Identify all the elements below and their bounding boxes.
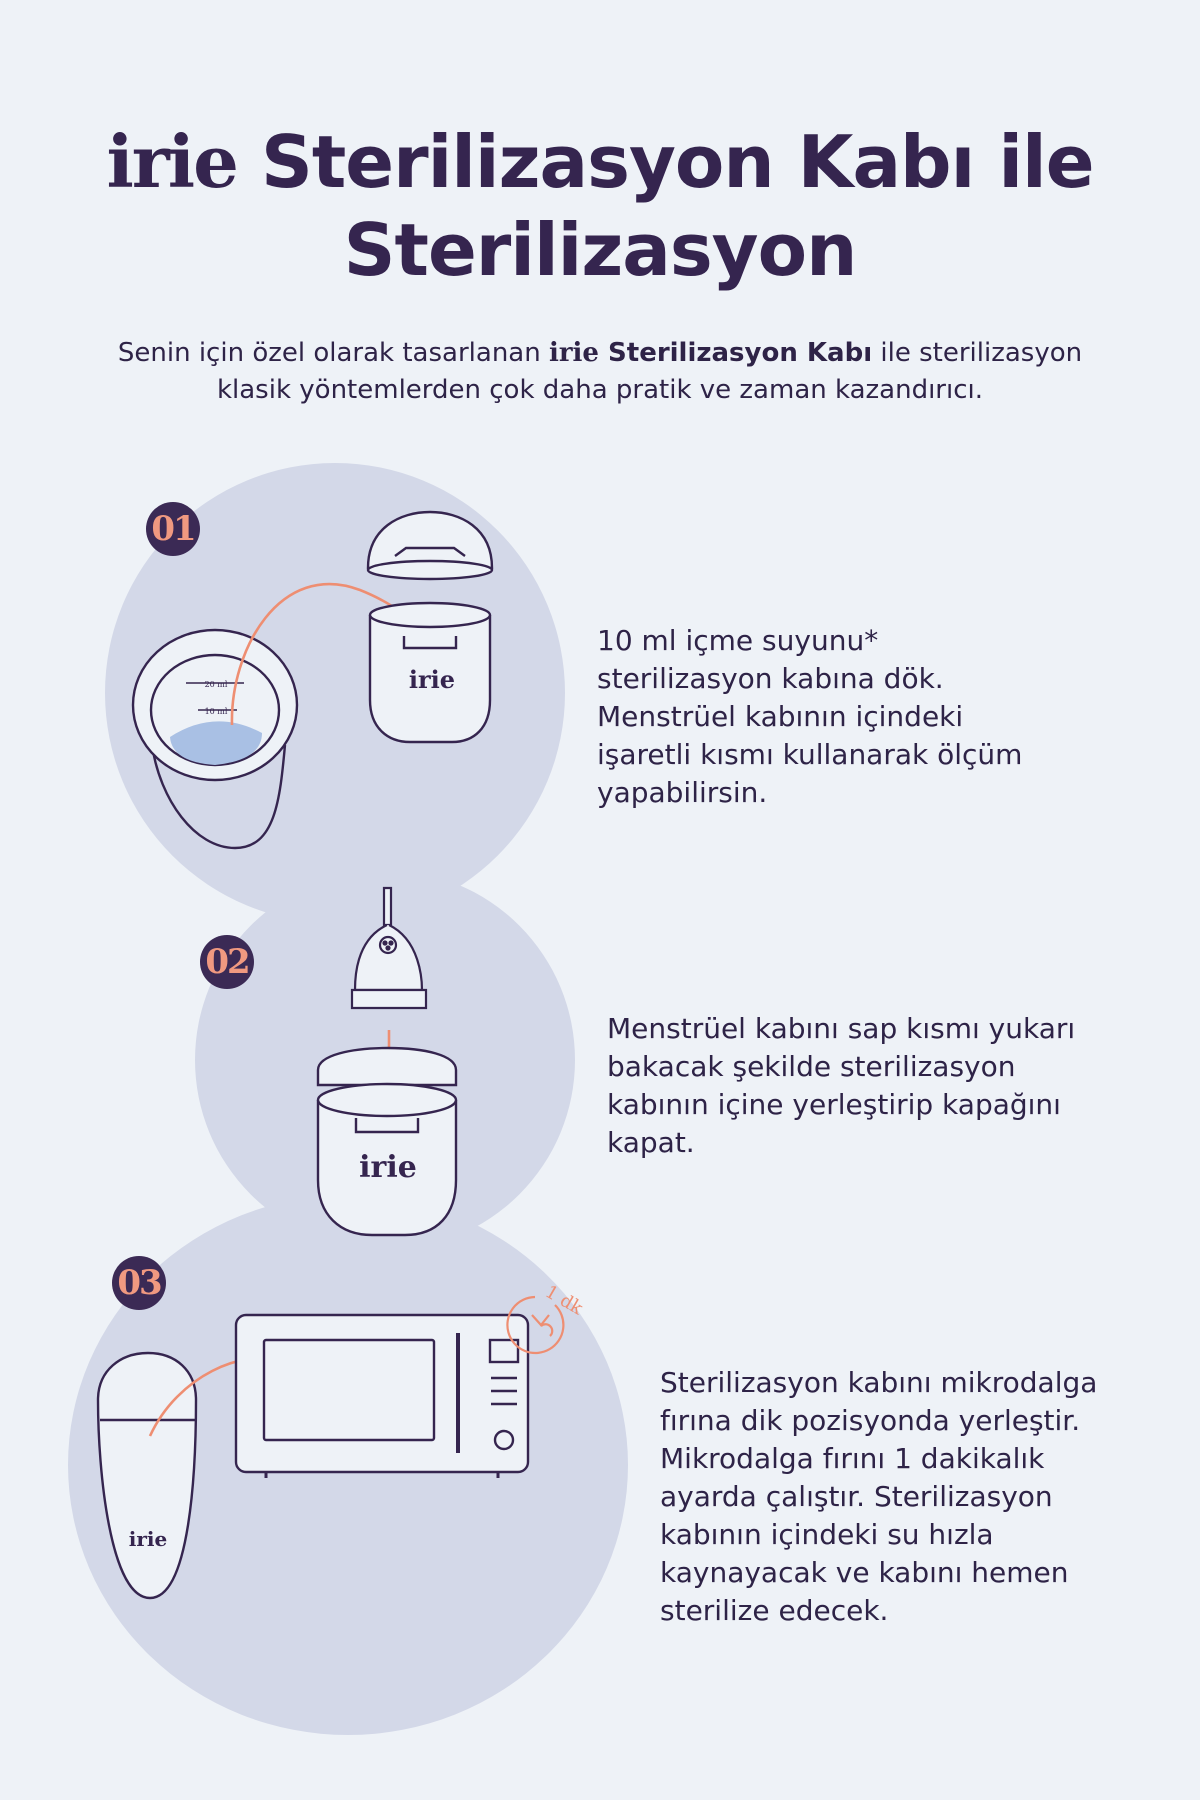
intro-brand: irie: [548, 338, 599, 368]
container-logo-3: irie: [129, 1527, 167, 1551]
sterilization-container-2-icon: irie: [316, 1046, 458, 1237]
title-text: Sterilizasyon Kabı ile Sterilizasyon: [236, 120, 1095, 292]
timer-label: 1 dk: [541, 1281, 587, 1320]
step-2-number-badge: 02: [200, 935, 254, 989]
page-title: irie Sterilizasyon Kabı ile Sterilizasyo…: [0, 118, 1200, 294]
intro-product: Sterilizasyon Kabı: [598, 338, 873, 368]
sterilization-container-icon: irie: [366, 510, 494, 744]
intro-prefix: Senin için özel olarak tasarlanan: [117, 338, 549, 368]
container-logo-2: irie: [359, 1150, 417, 1185]
container-logo-1: irie: [409, 665, 455, 694]
step-3-number-badge: 03: [112, 1256, 166, 1310]
microwave-icon: [234, 1313, 530, 1478]
intro-suffix: ile sterilizasyon klasik yöntemlerden ço…: [216, 338, 1083, 405]
menstrual-cup-icon: [350, 886, 428, 1010]
cup-mark-10: 10 ml: [205, 707, 228, 716]
step-3-text: Sterilizasyon kabını mikrodalga fırına d…: [660, 1366, 1098, 1627]
step-1-text: 10 ml içme suyunu* sterilizasyon kabına …: [597, 624, 1023, 809]
sterilization-container-3-icon: irie: [96, 1351, 198, 1600]
intro-paragraph: Senin için özel olarak tasarlanan irie S…: [90, 335, 1110, 409]
step-1-number-badge: 01: [146, 502, 200, 556]
measuring-cup-icon: 20 ml 10 ml: [131, 628, 299, 850]
cup-mark-20: 20 ml: [205, 680, 228, 689]
step-2-text: Menstrüel kabını sap kısmı yukarı bakaca…: [607, 1012, 1076, 1159]
title-brand: irie: [106, 119, 238, 204]
